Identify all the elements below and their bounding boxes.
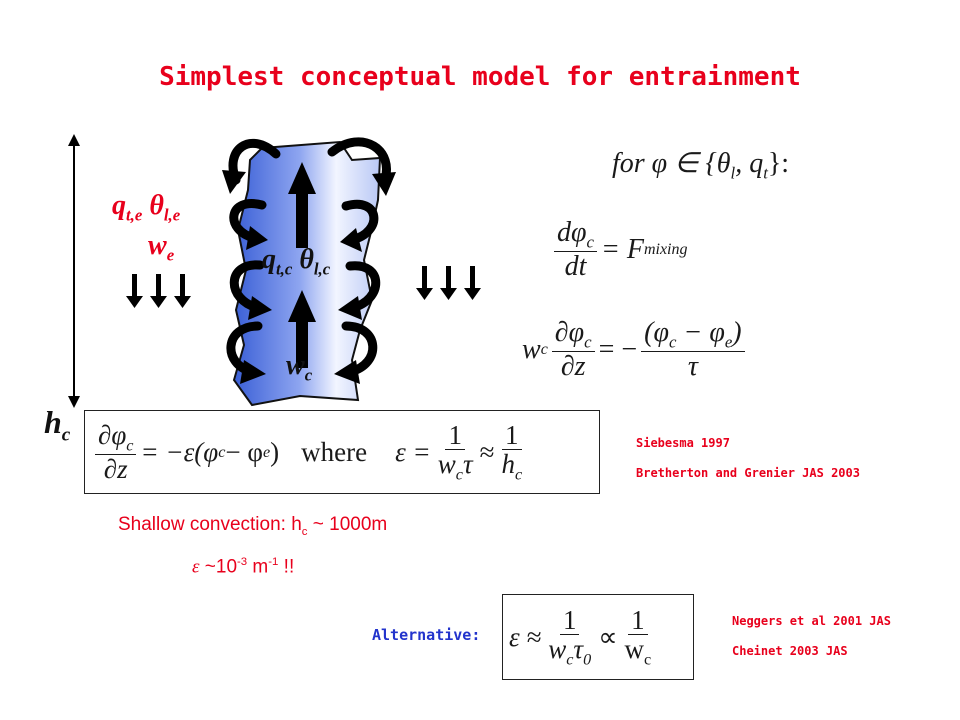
cloud-w-label: wc: [286, 350, 313, 385]
shallow-convection-text: Shallow convection: hc ~ 1000m: [118, 514, 388, 538]
ref-cheinet: Cheinet 2003 JAS: [732, 644, 848, 658]
alternative-label: Alternative:: [372, 626, 481, 644]
slide-title: Simplest conceptual model for entrainmen…: [159, 62, 801, 92]
left-subsidence-arrows: [126, 274, 191, 308]
ref-neggers: Neggers et al 2001 JAS: [732, 614, 891, 628]
for-phi-equation: for φ ∈ {θl, qt}:: [612, 148, 790, 183]
right-subsidence-arrows: [416, 266, 481, 300]
env-qt-theta-label: qt,e θl,e: [112, 190, 181, 225]
hc-label: hc: [44, 404, 71, 446]
epsilon-value-text: ε ~10-3 m-1 !!: [192, 556, 295, 578]
updraft-arrows: [288, 162, 316, 368]
right-eddy-arrows: [327, 137, 391, 377]
ref-siebesma: Siebesma 1997: [636, 436, 730, 450]
left-eddy-heads: [222, 170, 272, 384]
env-w-label: we: [148, 230, 175, 265]
ref-bretherton: Bretherton and Grenier JAS 2003: [636, 466, 860, 480]
cloud-qt-theta-label: qt,c θl,c: [262, 244, 331, 279]
right-eddy-heads: [334, 172, 396, 384]
